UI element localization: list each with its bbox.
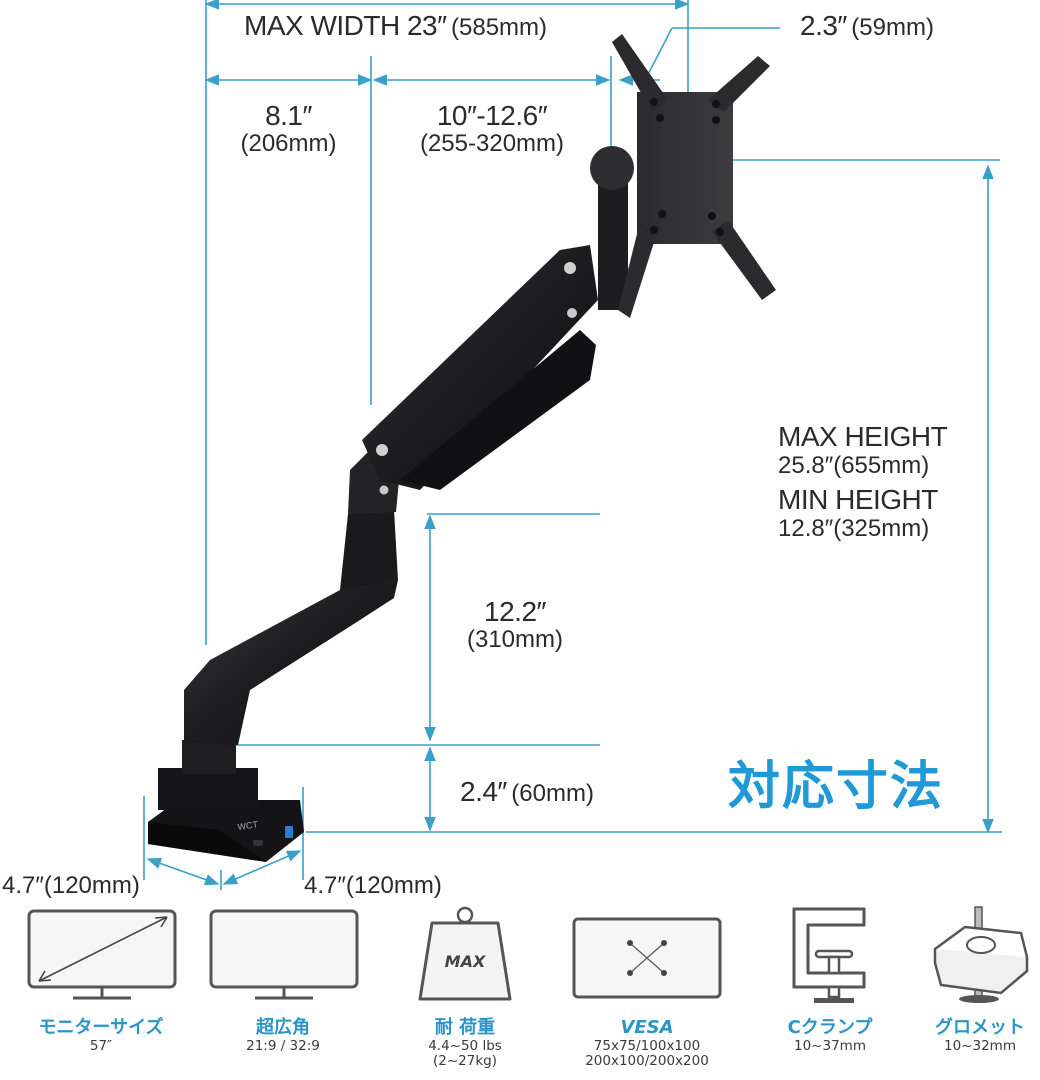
vesa-offset-mm: (59mm)	[851, 14, 934, 41]
feature-value: 10~32mm	[944, 1038, 1016, 1054]
lower-arm-reach-mm: (206mm)	[240, 130, 337, 158]
feature-value: 4.4~50 lbs	[428, 1038, 502, 1054]
grommet-icon	[933, 906, 1029, 1003]
base-height-mm: (60mm)	[511, 780, 594, 807]
feature-title: 超広角	[256, 1017, 310, 1038]
pole-height-mm: (310mm)	[466, 626, 563, 654]
vesa-offset-inch: 2.3″	[800, 10, 847, 41]
feature-ultrawide: 超広角 21:9 / 32:9	[198, 905, 368, 1054]
feature-title: モニターサイズ	[38, 1017, 164, 1038]
pole-height-label: 12.2″ (310mm)	[440, 596, 590, 654]
ultrawide-monitor-icon	[209, 909, 359, 1000]
feature-title: 耐 荷重	[434, 1017, 496, 1038]
monitor-size-icon	[27, 909, 177, 1000]
monitor-arm-illustration: WCT	[148, 34, 776, 862]
feature-value: 21:9 / 32:9	[246, 1038, 320, 1054]
max-height-value: 25.8″(655mm)	[778, 451, 930, 479]
feature-value: 200x100/200x200	[585, 1053, 709, 1069]
dimension-lines	[143, 0, 1002, 890]
upper-arm-reach-mm: (255-320mm)	[419, 130, 565, 158]
min-height-label: MIN HEIGHT	[778, 484, 938, 516]
vesa-icon	[572, 917, 722, 999]
weight-icon: MAX	[418, 906, 512, 1001]
max-width-mm: (585mm)	[451, 14, 548, 41]
feature-value: 75x75/100x100	[593, 1038, 701, 1054]
pole-height-inch: 12.2″	[484, 596, 546, 627]
c-clamp-icon	[792, 907, 866, 1003]
headline: 対応寸法	[728, 757, 945, 817]
svg-text:WCT: WCT	[237, 819, 259, 832]
feature-vesa: VESA 75x75/100x100 200x100/200x200	[562, 905, 732, 1069]
feature-value: (2~27kg)	[433, 1053, 497, 1069]
base-width-label: 4.7″(120mm)	[304, 872, 442, 899]
height-range-label: MAX HEIGHT 25.8″(655mm) MIN HEIGHT 12.8″…	[778, 421, 948, 542]
upper-arm-reach-inch: 10″-12.6″	[436, 100, 548, 131]
max-width-label: MAX WIDTH 23″ (585mm)	[244, 10, 547, 42]
vesa-offset-label: 2.3″ (59mm)	[800, 10, 934, 42]
svg-text:MAX: MAX	[445, 952, 486, 971]
feature-monitor-size: モニターサイズ 57″	[16, 905, 186, 1054]
max-height-label: MAX HEIGHT	[778, 421, 948, 452]
feature-grommet: グロメット 10~32mm	[920, 905, 1040, 1054]
base-depth-label: 4.7″(120mm)	[2, 872, 140, 899]
max-width-inch: MAX WIDTH 23″	[244, 10, 447, 41]
feature-title: VESA	[620, 1017, 674, 1038]
lower-arm-reach-label: 8.1″ (206mm)	[206, 100, 371, 158]
base-height-label: 2.4″ (60mm)	[460, 776, 594, 808]
feature-value: 57″	[89, 1038, 113, 1054]
upper-arm-reach-label: 10″-12.6″ (255-320mm)	[381, 100, 603, 158]
feature-c-clamp: Cクランプ 10~37mm	[765, 905, 895, 1054]
feature-title: Cクランプ	[787, 1017, 873, 1038]
feature-value: 10~37mm	[794, 1038, 866, 1054]
lower-arm-reach-inch: 8.1″	[265, 100, 312, 131]
min-height-value: 12.8″(325mm)	[778, 514, 930, 542]
feature-title: グロメット	[935, 1017, 1025, 1038]
feature-load-capacity: MAX 耐 荷重 4.4~50 lbs (2~27kg)	[395, 905, 535, 1069]
base-height-inch: 2.4″	[460, 776, 507, 807]
